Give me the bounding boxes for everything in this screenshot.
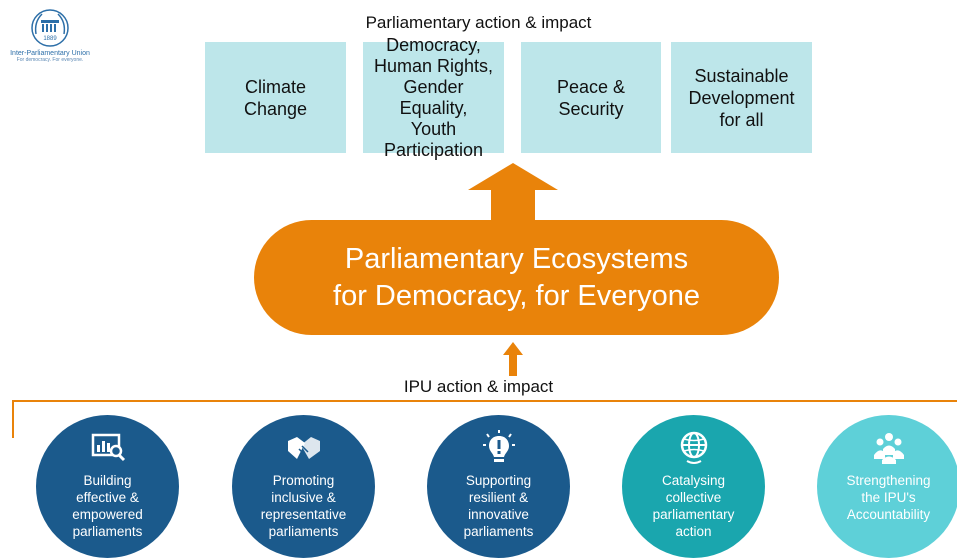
objective-line: Promoting xyxy=(272,473,335,488)
objective-line: Accountability xyxy=(846,507,931,522)
objective-line: Strengthening xyxy=(846,473,931,488)
logo-year: 1889 xyxy=(43,36,57,42)
people-group-icon xyxy=(873,433,904,464)
logo-name: Inter-Parliamentary Union xyxy=(10,50,90,57)
objective-promoting: Promoting inclusive & representative par… xyxy=(232,415,375,558)
objective-line: inclusive & xyxy=(271,490,336,505)
logo-tagline: For democracy. For everyone. xyxy=(16,57,84,63)
ipu-action-label: IPU action & impact xyxy=(403,377,554,396)
objective-line: collective xyxy=(665,490,722,505)
objective-line: resilient & xyxy=(468,490,529,505)
objective-supporting: Supporting resilient & innovative parlia… xyxy=(427,415,570,558)
ipu-logo: 1889 Inter-Parliamentary Union For democ… xyxy=(6,8,94,68)
objective-line: Catalysing xyxy=(661,473,726,488)
box-line: Development xyxy=(688,87,795,108)
box-line: for all xyxy=(719,109,764,130)
objective-catalysing: Catalysing collective parliamentary acti… xyxy=(622,415,765,558)
box-line: Climate xyxy=(244,76,306,97)
handshake-icon xyxy=(287,437,320,459)
impact-box-democracy: Democracy,Human Rights,Gender Equality,Y… xyxy=(363,35,504,160)
lightbulb-icon xyxy=(482,430,515,462)
objective-line: parliamentary xyxy=(652,507,735,522)
box-line: Youth xyxy=(410,118,457,139)
objective-line: effective & xyxy=(76,490,139,505)
ecosystems-line-2: for Democracy, for Everyone xyxy=(333,279,700,312)
ecosystems-pill: Parliamentary Ecosystems for Democracy, … xyxy=(254,220,779,335)
box-line: Security xyxy=(558,98,624,119)
box-line: Human Rights, xyxy=(373,55,494,76)
box-line: Peace & xyxy=(556,76,626,97)
objective-building: Building effective & empowered parliamen… xyxy=(36,415,179,558)
objective-line: action xyxy=(675,524,712,539)
objective-line: representative xyxy=(260,507,347,522)
objective-line: innovative xyxy=(468,507,529,522)
ecosystems-line-1: Parliamentary Ecosystems xyxy=(344,242,689,275)
box-line: Democracy, xyxy=(386,34,481,55)
box-line: Gender Equality, xyxy=(399,76,468,118)
objective-line: empowered xyxy=(72,507,143,522)
objective-line: the IPU's xyxy=(861,490,916,505)
globe-icon xyxy=(680,431,707,464)
bracket-line xyxy=(12,400,957,438)
box-line: Change xyxy=(243,98,308,119)
objective-line: parliaments xyxy=(463,524,534,539)
objective-line: Building xyxy=(83,473,132,488)
objective-line: parliaments xyxy=(268,524,339,539)
objective-strengthening: Strengthening the IPU's Accountability xyxy=(817,415,957,558)
chart-magnifier-icon xyxy=(91,433,125,462)
small-up-arrow xyxy=(503,342,523,376)
impact-box-peace: Peace &Security xyxy=(521,42,661,153)
parliamentary-impact-title: Parliamentary action & impact xyxy=(365,13,592,32)
objective-line: parliaments xyxy=(72,524,143,539)
big-up-arrow xyxy=(468,163,558,225)
box-line: Sustainable xyxy=(694,65,789,86)
ipu-emblem-icon: 1889 xyxy=(31,9,69,47)
objective-line: Supporting xyxy=(465,473,532,488)
box-line: Participation xyxy=(383,139,484,160)
